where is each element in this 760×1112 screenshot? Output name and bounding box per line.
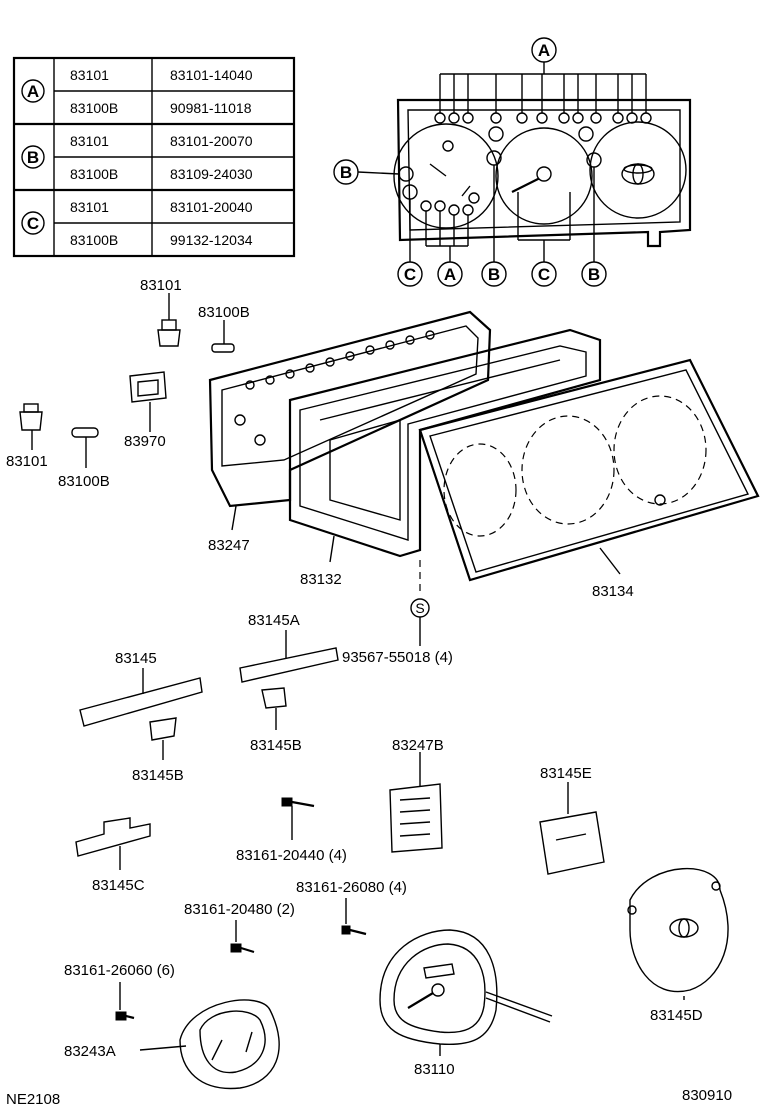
label-83134: 83134 <box>592 583 634 600</box>
socket-83970 <box>129 371 167 432</box>
label-83247: 83247 <box>208 537 250 554</box>
screw-s-mark: S <box>415 600 424 616</box>
table-cell: 83101 <box>70 133 109 149</box>
footer-right-code: 830910 <box>682 1087 732 1104</box>
module-83145e <box>539 782 605 875</box>
table-cell: 83101-20040 <box>170 199 253 215</box>
label-83145: 83145 <box>115 650 157 667</box>
label-83101-left: 83101 <box>6 453 48 470</box>
footer-left-code: NE2108 <box>6 1091 60 1108</box>
callout-a-bottom: A <box>444 265 456 284</box>
cluster-case-83132 <box>288 328 602 563</box>
table-group-c-letter: C <box>27 214 39 233</box>
table-cell: 83101-20070 <box>170 133 253 149</box>
cluster-glass-83134 <box>418 358 760 582</box>
callout-b-bottom-1: B <box>488 265 500 284</box>
plate-83145 <box>79 668 203 727</box>
label-83243a: 83243A <box>64 1043 116 1060</box>
label-83110: 83110 <box>414 1061 455 1078</box>
connector-83247b <box>389 752 443 853</box>
label-83161-20480: 83161-20480 (2) <box>184 901 295 918</box>
label-83100b-top: 83100B <box>198 304 250 321</box>
label-83132: 83132 <box>300 571 342 588</box>
cluster-front-view: A B C A B C B <box>333 37 692 287</box>
table-cell: 83100B <box>70 100 118 116</box>
table-cell: 83101 <box>70 199 109 215</box>
bulb-icon <box>71 427 99 468</box>
toyota-logo-icon <box>621 163 655 185</box>
callout-a-top: A <box>538 41 550 60</box>
plate-83145a <box>239 630 339 683</box>
label-83247b: 83247B <box>392 737 444 754</box>
table-cell: 83101-14040 <box>170 67 253 83</box>
table-cell: 83100B <box>70 232 118 248</box>
label-83970: 83970 <box>124 433 166 450</box>
callout-b-left: B <box>340 163 352 182</box>
back-cover-83145d <box>627 867 729 1000</box>
pad-83145b-right <box>261 687 287 730</box>
label-83145b-left: 83145B <box>132 767 184 784</box>
label-83145e: 83145E <box>540 765 592 782</box>
pad-83145b-left <box>149 717 177 760</box>
bulb-icon <box>211 320 235 353</box>
label-93567-55018: 93567-55018 (4) <box>342 649 453 666</box>
callout-c-bottom: C <box>404 265 416 284</box>
printed-circuit-83247 <box>208 310 492 531</box>
label-83161-20440: 83161-20440 (4) <box>236 847 347 864</box>
fuel-temp-gauge-83243a <box>139 999 280 1090</box>
bracket-83145c <box>75 817 151 870</box>
label-83161-26060: 83161-26060 (6) <box>64 962 175 979</box>
table-group-a-letter: A <box>27 82 39 101</box>
screw-icon <box>341 898 367 936</box>
table-cell: 83100B <box>70 166 118 182</box>
label-83145a: 83145A <box>248 612 300 629</box>
label-83101-top: 83101 <box>140 277 182 294</box>
speedometer-83110 <box>379 929 553 1056</box>
label-83145b-right: 83145B <box>250 737 302 754</box>
bulb-reference-table: A B C 83101 83101-14040 83100B 90981-110… <box>12 56 296 258</box>
screw-icon <box>281 797 315 840</box>
label-83100b-left: 83100B <box>58 473 110 490</box>
callout-c-bottom-2: C <box>538 265 550 284</box>
table-cell: 90981-11018 <box>170 100 252 116</box>
label-83145c: 83145C <box>92 877 145 894</box>
callout-b-bottom-2: B <box>588 265 600 284</box>
screw-icon <box>115 982 135 1021</box>
label-83161-26080: 83161-26080 (4) <box>296 879 407 896</box>
table-cell: 83109-24030 <box>170 166 253 182</box>
bulb-socket-icon <box>157 293 181 347</box>
table-cell: 99132-12034 <box>170 232 253 248</box>
screw-icon <box>230 920 255 954</box>
screw-icon <box>410 560 430 646</box>
bulb-socket-icon <box>19 403 43 450</box>
label-83145d: 83145D <box>650 1007 703 1024</box>
table-group-b-letter: B <box>27 148 39 167</box>
table-cell: 83101 <box>70 67 109 83</box>
